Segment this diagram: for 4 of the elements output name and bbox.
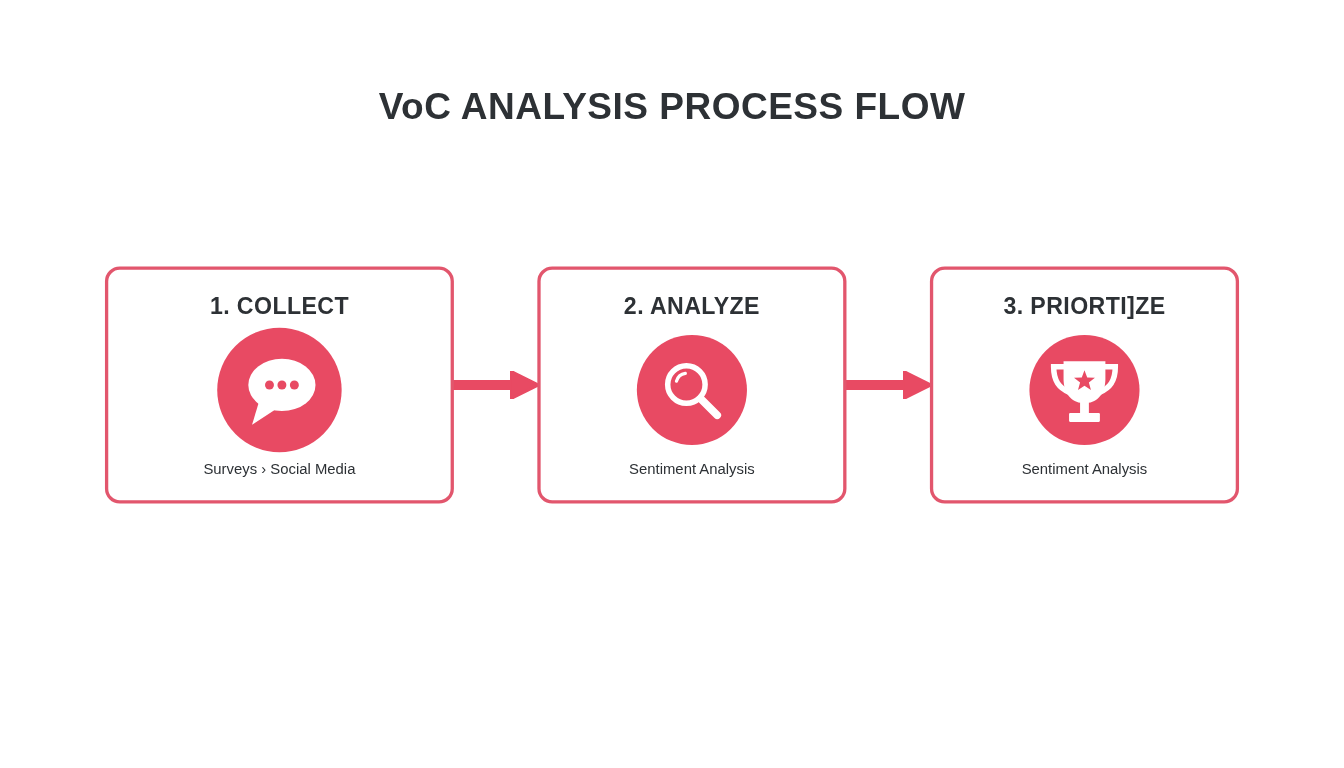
node-box: 2. ANALYZE Sentiment Analysis (537, 266, 847, 504)
node-box: 3. PRIORTI]ZE Sentiment Analysis (929, 266, 1240, 504)
diagram-title: VoC ANALYSIS PROCESS FLOW (378, 86, 966, 128)
node-box: 1. COLLECT Surveys › Social Media (104, 266, 454, 504)
